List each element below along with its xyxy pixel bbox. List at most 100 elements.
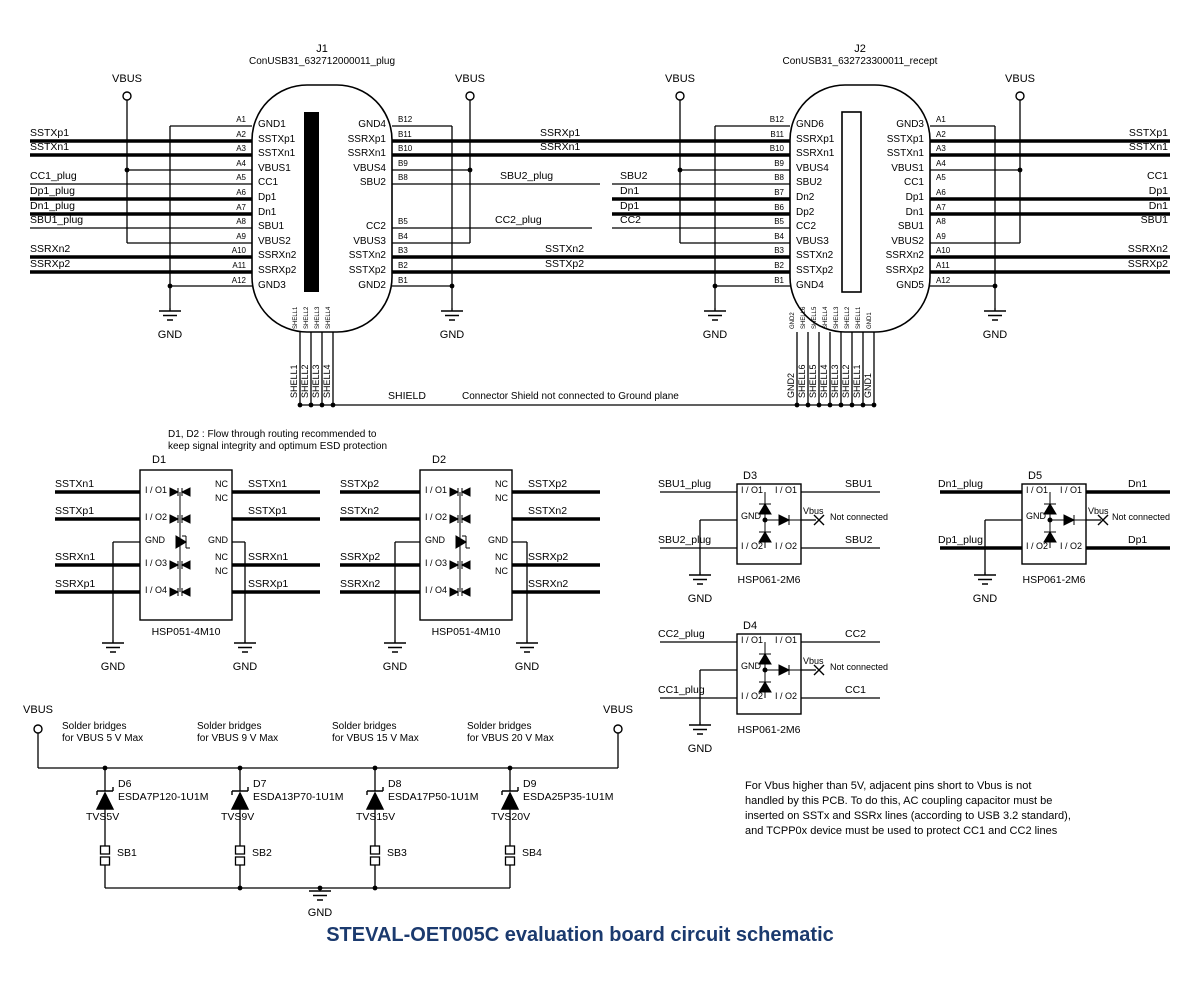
pin-name: SBU1 (258, 221, 285, 233)
pin-number: A3 (236, 144, 246, 154)
pin-number: B4 (774, 231, 784, 241)
d9-ref: D9 (523, 778, 537, 790)
label-nets-gnd: GND (439, 329, 465, 341)
label-pins-vbus: Vbus (803, 656, 824, 666)
pin-name: GND1 (258, 119, 286, 130)
shell-label: SHELL4 (819, 364, 829, 398)
pin-number: A10 (936, 246, 951, 256)
d7-ref: D7 (253, 778, 267, 790)
pin-number: A2 (936, 129, 946, 139)
d2-internal-diodes (449, 487, 471, 597)
pin-number: A11 (936, 261, 950, 270)
j2-part: ConUSB31_632723300011_recept (782, 56, 938, 67)
shell-label: SHELL1 (289, 364, 299, 398)
label-nets-sbu2_plug: SBU2_plug (658, 534, 712, 546)
d3-ref: D3 (743, 470, 758, 482)
pin-name: GND4 (358, 119, 386, 130)
label-nets-dn1: Dn1 (620, 185, 640, 197)
label-nets-sstxn1: SSTXn1 (248, 478, 288, 490)
d2-box (419, 469, 513, 621)
d3-box (736, 483, 802, 565)
label-pins-io1: I / O1 (425, 485, 448, 495)
label-nets-ssrxp1: SSRXp1 (55, 578, 96, 590)
pin-number: B11 (398, 129, 412, 139)
pin-number: A1 (236, 115, 246, 124)
pin-name: SSRXn1 (796, 148, 835, 160)
label-pins-io2: I / O2 (741, 691, 764, 701)
label-pins-io4: I / O4 (425, 585, 448, 595)
label-nets-vbus: VBUS (603, 704, 633, 716)
label-nets-dp1: Dp1 (1128, 534, 1148, 546)
label-nets-gnd: GND (972, 593, 998, 605)
pin-name: GND3 (896, 119, 924, 130)
pin-number: B11 (770, 129, 784, 139)
label-nets-dn1: Dn1 (1148, 200, 1168, 212)
pin-name: SSTXn2 (348, 250, 386, 262)
label-nets-vbus: VBUS (1005, 73, 1035, 85)
shell-label: GND1 (863, 372, 873, 398)
pin-number: A7 (936, 202, 946, 212)
pin-name: Dn1 (905, 206, 924, 218)
pin-number: B3 (774, 246, 784, 256)
shield-label: SHIELD (388, 390, 426, 402)
sb3-label: SB3 (387, 847, 407, 859)
esd-routing-note: keep signal integrity and optimum ESD pr… (168, 441, 388, 452)
d3-internal-diodes (758, 492, 801, 548)
d4-ref: D4 (743, 620, 758, 632)
shell-label: SHELL4 (322, 364, 332, 398)
device-boxes (139, 469, 1087, 715)
label-nets-sstxn2: SSTXn2 (545, 243, 585, 255)
label-devices-d7-note1: Solder bridges (197, 721, 262, 732)
pin-number: B12 (769, 115, 784, 124)
d8-part: ESDA17P50-1U1M (388, 791, 479, 803)
label-pins-io1: I / O1 (741, 485, 764, 495)
label-nets-sstxp1: SSTXp1 (248, 505, 288, 517)
label-pins-io2: I / O2 (741, 541, 764, 551)
label-pins-io3: I / O3 (425, 558, 448, 568)
pin-number: B10 (398, 144, 413, 154)
label-pins-vbus: Vbus (803, 506, 824, 516)
label-nets-sstxp1: SSTXp1 (1128, 127, 1168, 139)
label-pins-io2: I / O2 (145, 512, 168, 522)
pin-name: VBUS2 (891, 235, 924, 247)
not-connected-note: Not connected (830, 512, 889, 522)
d6-ref: D6 (118, 778, 132, 790)
shell-pin-name: SHELL3 (834, 306, 840, 329)
label-nets-cc1: CC1 (1146, 170, 1168, 182)
pin-number: B1 (774, 275, 784, 285)
label-nets-sstxp1: SSTXp1 (55, 505, 95, 517)
connector-j2-outline (789, 84, 931, 333)
sb1-label: SB1 (117, 847, 137, 859)
label-nets-ssrxp2: SSRXp2 (30, 258, 71, 270)
label-devices-d8-note2: for VBUS 15 V Max (332, 733, 419, 744)
label-nets-sbu1_plug: SBU1_plug (658, 478, 712, 490)
label-pins-gnd: GND (741, 511, 761, 521)
d9-tvs: TVS20V (491, 811, 531, 823)
label-nets-sbu1_plug: SBU1_plug (30, 214, 84, 226)
label-nets-vbus: VBUS (665, 73, 695, 85)
shell-label: GND2 (786, 372, 796, 398)
label-pins-io1: I / O1 (741, 635, 764, 645)
pin-number: B10 (769, 144, 784, 154)
label-nets-gnd: GND (307, 907, 333, 919)
not-connected-note: Not connected (1112, 512, 1171, 522)
pin-number: A6 (236, 188, 246, 197)
pin-number: A9 (936, 231, 946, 241)
d8-ref: D8 (388, 778, 402, 790)
label-nets-ssrxn1: SSRXn1 (540, 141, 581, 153)
d4-part: HSP061-2M6 (737, 724, 801, 736)
label-nets-cc1: CC1 (845, 684, 867, 696)
pin-name: GND4 (796, 279, 824, 291)
label-devices-d9-note1: Solder bridges (467, 721, 532, 732)
shell-label: SHELL3 (830, 364, 840, 398)
pin-number: A8 (936, 217, 946, 227)
label-nets-ssrxn2: SSRXn2 (30, 243, 71, 255)
label-nets-ssrxn1: SSRXn1 (55, 551, 96, 563)
label-devices-d6-note1: Solder bridges (62, 721, 127, 732)
label-pins-io4: I / O4 (145, 585, 168, 595)
pin-number: A8 (236, 217, 246, 227)
label-pins-gnd: GND (145, 535, 165, 545)
pin-name: CC1 (258, 177, 279, 189)
label-nets-dp1: Dp1 (1148, 185, 1168, 197)
d5-ref: D5 (1028, 470, 1043, 482)
